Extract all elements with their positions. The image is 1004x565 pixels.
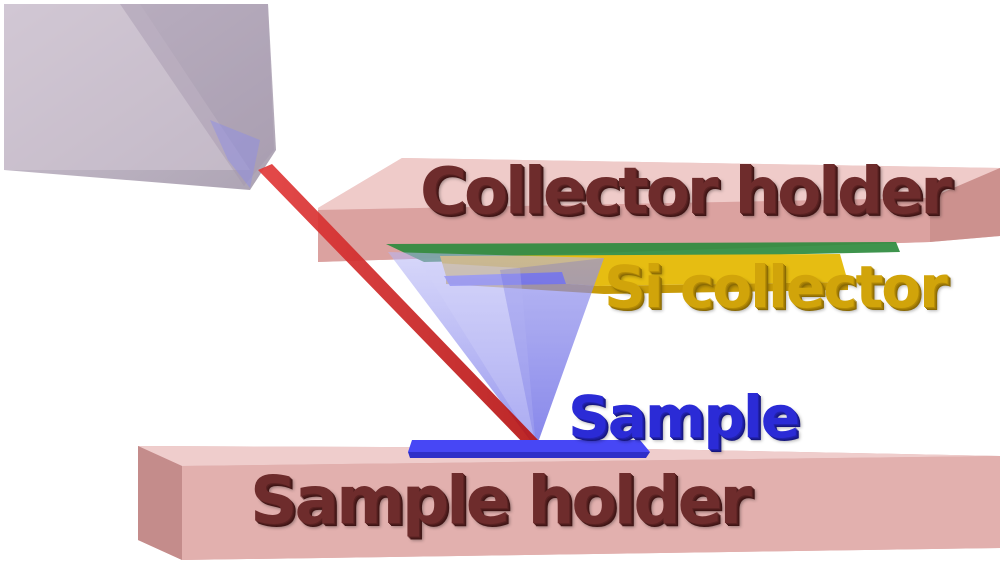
sample-label: Sample	[568, 383, 800, 451]
sample-film	[408, 440, 650, 458]
collector-holder-label: Collector holder	[420, 155, 952, 229]
lens-housing	[4, 4, 276, 190]
ablation-plume	[388, 252, 604, 448]
sample-holder-block	[138, 446, 1000, 560]
sample-holder-label: Sample holder	[250, 462, 752, 539]
laser-beam	[258, 164, 540, 448]
si-collector-label: Si collector	[604, 253, 948, 321]
